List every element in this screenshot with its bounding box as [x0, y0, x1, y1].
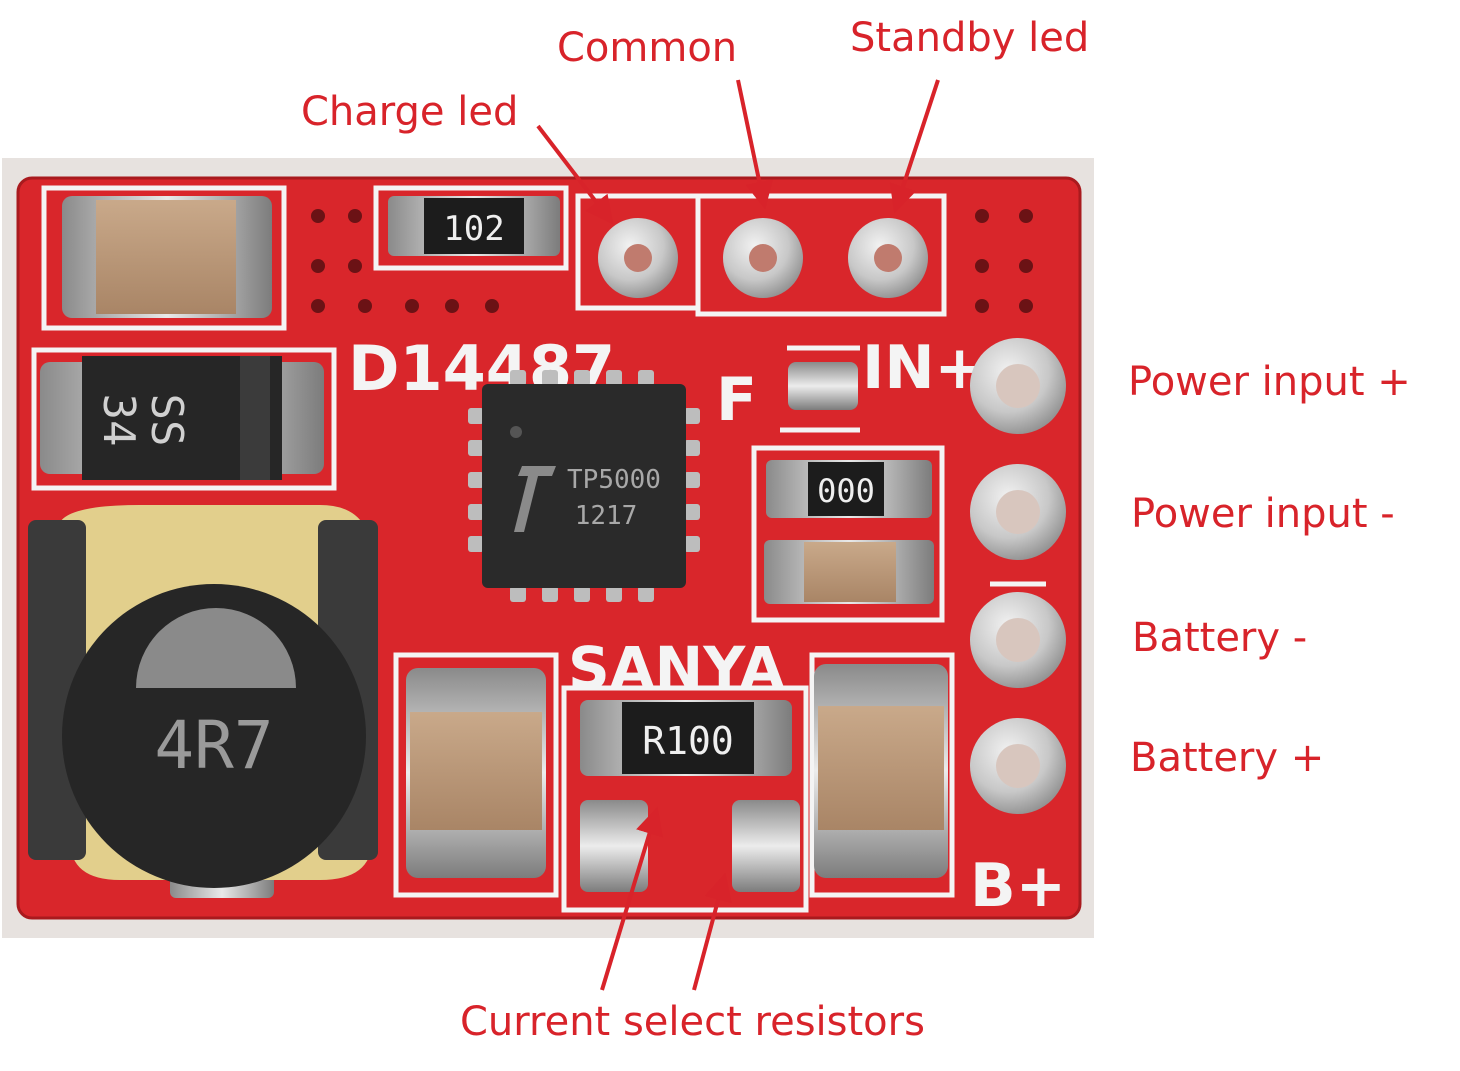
resistor-r100-label: R100	[642, 719, 734, 763]
vias	[311, 209, 1033, 313]
resistor-r100: R100	[580, 700, 792, 776]
resistor-000-label: 000	[817, 472, 875, 510]
silkscreen-fuse-mark: F	[716, 365, 757, 435]
header-pads	[598, 218, 928, 298]
capacitor-small	[764, 540, 934, 604]
silkscreen-brand: SANYA	[568, 634, 785, 702]
power-input-plus-label: Power input +	[1128, 359, 1411, 405]
capacitor-top-left	[62, 196, 272, 318]
silkscreen-outlines	[31, 185, 1046, 913]
standby-led-label: Standby led	[850, 15, 1090, 61]
inductor-marking: 4R7	[154, 707, 273, 784]
battery-minus-label: Battery -	[1132, 615, 1308, 661]
resistor-102: 102	[388, 196, 560, 256]
resistor-000: 000	[766, 460, 932, 518]
power-input-minus-label: Power input -	[1131, 491, 1395, 537]
current-select-label: Current select resistors	[460, 999, 925, 1045]
charge-led-arrow	[536, 124, 614, 225]
ic-tp5000: TP5000 1217	[468, 370, 700, 602]
current-select-arrow-right	[692, 872, 732, 991]
current-select-arrow-left	[600, 806, 663, 991]
current-select-pad-left	[580, 800, 648, 892]
charge-led-label: Charge led	[301, 89, 519, 135]
ic-logo-icon	[514, 466, 556, 532]
ic-part-number: TP5000	[567, 465, 661, 495]
diode-ss34: SS 34	[40, 356, 324, 480]
silkscreen-input-mark: IN+	[862, 333, 985, 403]
common-label: Common	[557, 25, 738, 71]
capacitor-bottom-right	[814, 664, 948, 878]
callout-arrows	[536, 79, 940, 991]
resistor-102-label: 102	[443, 209, 504, 249]
ic-date-code: 1217	[575, 501, 638, 531]
battery-plus-label: Battery +	[1130, 735, 1325, 781]
current-select-pads	[580, 800, 800, 892]
current-select-pad-right	[732, 800, 800, 892]
diode-marking-line2: 34	[93, 394, 144, 447]
inductor-4r7: 4R7	[28, 505, 378, 898]
edge-pads	[970, 338, 1066, 814]
standby-led-arrow	[889, 79, 940, 214]
silkscreen-battery-mark: B+	[970, 851, 1066, 921]
diode-marking-line1: SS	[141, 394, 192, 447]
fuse	[788, 362, 858, 410]
capacitor-bottom-left	[406, 668, 546, 878]
common-arrow	[736, 79, 774, 210]
